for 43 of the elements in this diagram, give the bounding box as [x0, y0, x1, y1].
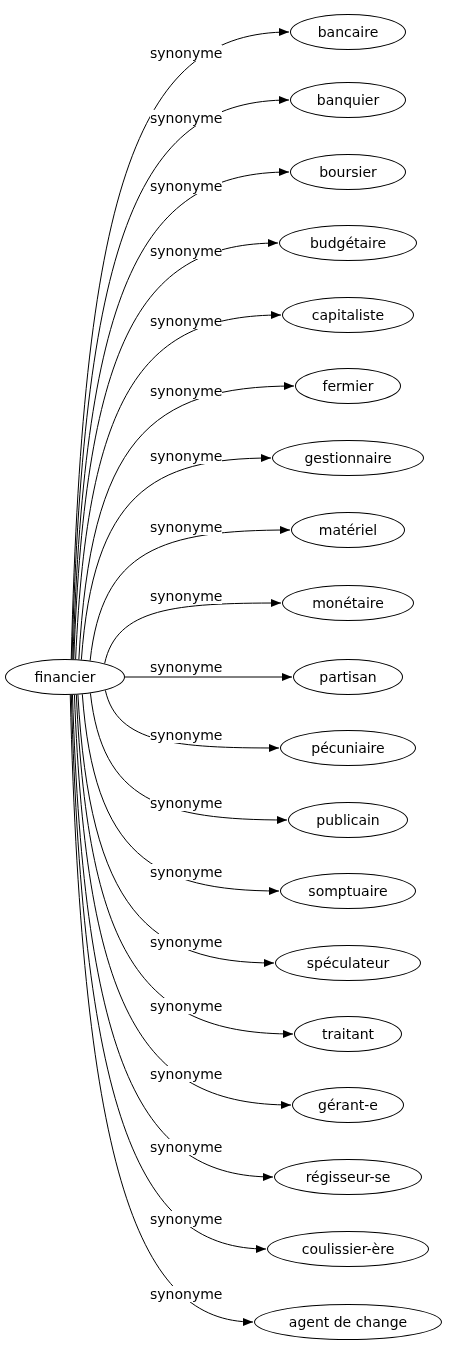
node-label: traitant	[321, 1026, 375, 1042]
edge-label: synonyme	[150, 997, 223, 1014]
node-label: somptuaire	[308, 883, 388, 899]
arrow	[73, 239, 279, 660]
node-label: banquier	[316, 92, 380, 108]
node-label: budgétaire	[309, 235, 387, 251]
edge-label: synonyme	[150, 1210, 223, 1227]
node-label: fermier	[322, 378, 374, 394]
arrow	[71, 694, 274, 1181]
arrow	[104, 599, 282, 664]
arrow	[77, 694, 275, 967]
node-label: agent de change	[288, 1314, 408, 1330]
edge-label: synonyme	[150, 1139, 223, 1156]
edge-label: synonyme	[150, 863, 223, 880]
arrow	[75, 311, 282, 660]
arrow	[81, 693, 280, 895]
node-label: monétaire	[312, 595, 384, 611]
edge-label: synonyme	[150, 1065, 223, 1082]
edge-label: synonyme	[150, 795, 223, 812]
arrow	[70, 694, 267, 1253]
node-label: boursier	[319, 164, 377, 180]
node-label: capitaliste	[311, 307, 385, 323]
node-label: gestionnaire	[304, 450, 392, 466]
arrow	[73, 694, 292, 1109]
edge-label: synonyme	[150, 45, 223, 62]
node-label: pécuniaire	[311, 740, 385, 756]
node-label: financier	[34, 669, 96, 685]
arrow	[124, 673, 293, 681]
arrow	[69, 694, 254, 1325]
node-label: matériel	[318, 522, 378, 538]
node-label: bancaire	[317, 24, 379, 40]
edge-label: synonyme	[150, 1286, 223, 1303]
edge-label: synonyme	[150, 933, 223, 950]
arrow	[78, 382, 295, 660]
edge-label: synonyme	[150, 109, 223, 126]
arrow	[80, 454, 272, 661]
arrow	[75, 694, 294, 1038]
node-label: spéculateur	[306, 955, 390, 971]
node-label: régisseur-se	[305, 1169, 391, 1185]
node-label: gérant-e	[318, 1097, 378, 1113]
node-label: publicain	[316, 812, 380, 828]
node-label: partisan	[319, 669, 377, 685]
node-label: coulissier-ère	[301, 1241, 395, 1257]
